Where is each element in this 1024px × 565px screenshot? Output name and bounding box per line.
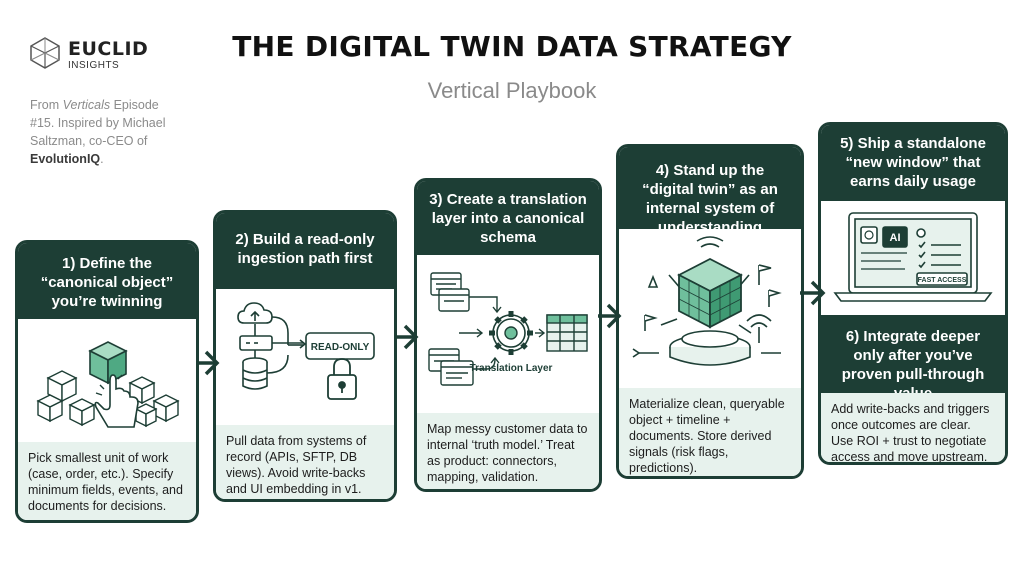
- digital-twin-illustration: [619, 235, 801, 395]
- arrow-4-to-5: [800, 278, 826, 308]
- twin-cube-icon: [679, 259, 741, 327]
- credit-show: Verticals: [63, 98, 110, 112]
- step-desc-2: Pull data from systems of record (APIs, …: [216, 425, 394, 499]
- step-title-3: 3) Create a translation layer into a can…: [417, 181, 599, 255]
- gear-icon: [489, 311, 533, 355]
- step-title-1: 1) Define the “canonical object” you’re …: [18, 243, 196, 319]
- fast-access-badge: FAST ACCESS: [918, 277, 967, 284]
- lock-icon: [328, 359, 356, 399]
- step-card-3: 3) Create a translation layer into a can…: [414, 178, 602, 492]
- cube-hand-illustration: [18, 323, 196, 441]
- step-title-6: 6) Integrate deeper only after you’ve pr…: [821, 315, 1005, 393]
- arrow-3-to-4: [598, 301, 622, 331]
- new-window-laptop-illustration: AI FAST ACCESS: [821, 205, 1005, 305]
- credit-company: EvolutionIQ: [30, 152, 100, 166]
- step-title-5: 5) Ship a standalone “new window” that e…: [821, 125, 1005, 201]
- credit-note: From Verticals Episode #15. Inspired by …: [30, 96, 180, 168]
- step-card-5-6: 5) Ship a standalone “new window” that e…: [818, 122, 1008, 465]
- step-title-2: 2) Build a read-only ingestion path firs…: [216, 213, 394, 289]
- step-desc-1: Pick smallest unit of work (case, order,…: [18, 442, 196, 520]
- step-card-4: 4) Stand up the “digital twin” as an int…: [616, 144, 804, 479]
- arrow-1-to-2: [196, 348, 220, 378]
- arrow-2-to-3: [395, 322, 419, 352]
- canonical-table-icon: [547, 315, 587, 351]
- step-desc-3: Map messy customer data to internal ‘tru…: [417, 413, 599, 489]
- step-desc-6: Add write-backs and triggers once outcom…: [821, 393, 1005, 462]
- ai-badge: AI: [890, 232, 901, 244]
- credit-prefix: From: [30, 98, 63, 112]
- step-card-1: 1) Define the “canonical object” you’re …: [15, 240, 199, 523]
- translation-layer-illustration: Translation Layer: [417, 261, 599, 411]
- credit-suffix: .: [100, 152, 103, 166]
- ingestion-illustration: READ-ONLY: [216, 293, 394, 423]
- translation-layer-label: Translation Layer: [470, 363, 553, 374]
- read-only-badge: READ-ONLY: [311, 342, 370, 353]
- step-title-4: 4) Stand up the “digital twin” as an int…: [619, 147, 801, 229]
- step-card-2: 2) Build a read-only ingestion path firs…: [213, 210, 397, 502]
- step-desc-4: Materialize clean, queryable object + ti…: [619, 388, 801, 476]
- page-title: THE DIGITAL TWIN DATA STRATEGY: [0, 30, 1024, 63]
